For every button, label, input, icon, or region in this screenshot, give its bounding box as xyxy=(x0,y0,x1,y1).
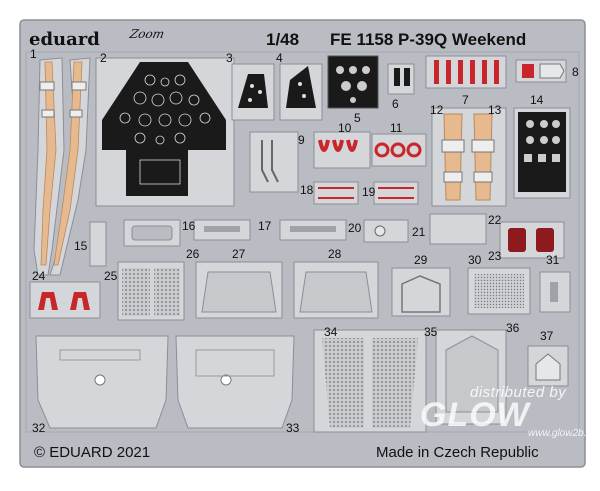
part-knob-21 xyxy=(363,219,409,243)
part-mesh-26 xyxy=(117,261,185,321)
watermark-distributed: distributed by xyxy=(470,384,567,401)
part-number-37: 37 xyxy=(540,329,554,343)
part-number-35: 35 xyxy=(424,325,438,339)
part-floor-33 xyxy=(175,335,295,429)
part-number-3: 3 xyxy=(226,51,233,65)
part-mesh-30 xyxy=(467,267,531,315)
part-cover-27 xyxy=(195,261,283,319)
part-number-12: 12 xyxy=(430,103,444,117)
part-number-23: 23 xyxy=(488,249,502,263)
part-number-13: 13 xyxy=(488,103,502,117)
copyright-text: © EDUARD 2021 xyxy=(34,444,151,461)
part-number-26: 26 xyxy=(186,247,200,261)
part-seatbelts xyxy=(33,57,91,276)
part-rods-18-19 xyxy=(313,181,419,205)
part-number-14: 14 xyxy=(530,93,544,107)
part-strap-15 xyxy=(89,221,107,267)
part-red-clamps-24 xyxy=(29,281,101,319)
part-shield-36 xyxy=(435,329,507,425)
watermark-url: www.glow2b.de xyxy=(528,428,598,439)
part-number-21: 21 xyxy=(412,225,426,239)
part-floor-32 xyxy=(35,335,169,429)
part-number-11: 11 xyxy=(390,121,403,135)
watermark-logo: GLOW xyxy=(420,396,530,434)
part-number-2: 2 xyxy=(100,51,107,65)
part-mesh-34-35 xyxy=(313,329,427,433)
product-title: FE 1158 P-39Q Weekend xyxy=(330,30,527,49)
part-radio-panel xyxy=(327,55,379,109)
part-link-17 xyxy=(193,219,251,241)
zoom-logo: Zoom xyxy=(128,27,166,41)
part-number-6: 6 xyxy=(392,97,399,111)
part-number-24: 24 xyxy=(32,269,46,283)
part-number-29: 29 xyxy=(414,253,428,267)
part-cover-28 xyxy=(293,261,379,319)
part-number-34: 34 xyxy=(324,325,338,339)
part-pedals-9 xyxy=(249,131,299,193)
part-number-9: 9 xyxy=(298,133,305,147)
part-number-28: 28 xyxy=(328,247,342,261)
part-number-31: 31 xyxy=(546,253,560,267)
part-red-placards xyxy=(425,55,507,89)
part-red-rings-11 xyxy=(371,133,427,167)
part-side-consoles xyxy=(231,63,323,121)
part-instrument-panel xyxy=(95,57,235,207)
part-frame-16 xyxy=(123,219,181,247)
part-number-4: 4 xyxy=(276,51,283,65)
part-number-32: 32 xyxy=(32,421,46,435)
part-number-7: 7 xyxy=(462,93,469,107)
part-number-30: 30 xyxy=(468,253,482,267)
part-number-18: 18 xyxy=(300,183,314,197)
part-number-27: 27 xyxy=(232,247,246,261)
part-number-20: 20 xyxy=(348,221,362,235)
part-harness-12-13 xyxy=(431,107,507,207)
part-red-pads-23 xyxy=(499,221,565,259)
part-bracket-37 xyxy=(527,345,569,387)
part-key-31 xyxy=(539,271,571,313)
part-number-25: 25 xyxy=(104,269,118,283)
scale-label: 1/48 xyxy=(266,30,300,49)
part-number-10: 10 xyxy=(338,121,352,135)
brand-logo: eduard xyxy=(29,29,100,50)
part-bracket-29 xyxy=(391,267,451,317)
part-number-8: 8 xyxy=(572,65,579,79)
part-number-33: 33 xyxy=(286,421,300,435)
part-plate-22 xyxy=(429,213,487,245)
part-number-36: 36 xyxy=(506,321,520,335)
part-switch-panel-14 xyxy=(513,107,571,199)
part-link-20 xyxy=(279,219,347,241)
part-number-17: 17 xyxy=(258,219,272,233)
part-number-1: 1 xyxy=(30,47,37,61)
part-number-5: 5 xyxy=(354,111,361,125)
part-levers xyxy=(387,63,415,95)
part-number-19: 19 xyxy=(362,185,376,199)
part-bracket-8 xyxy=(515,59,567,83)
part-number-15: 15 xyxy=(74,239,88,253)
part-number-22: 22 xyxy=(488,213,502,227)
origin-text: Made in Czech Republic xyxy=(376,444,539,461)
part-red-handles-10 xyxy=(313,131,371,169)
part-number-16: 16 xyxy=(182,219,196,233)
